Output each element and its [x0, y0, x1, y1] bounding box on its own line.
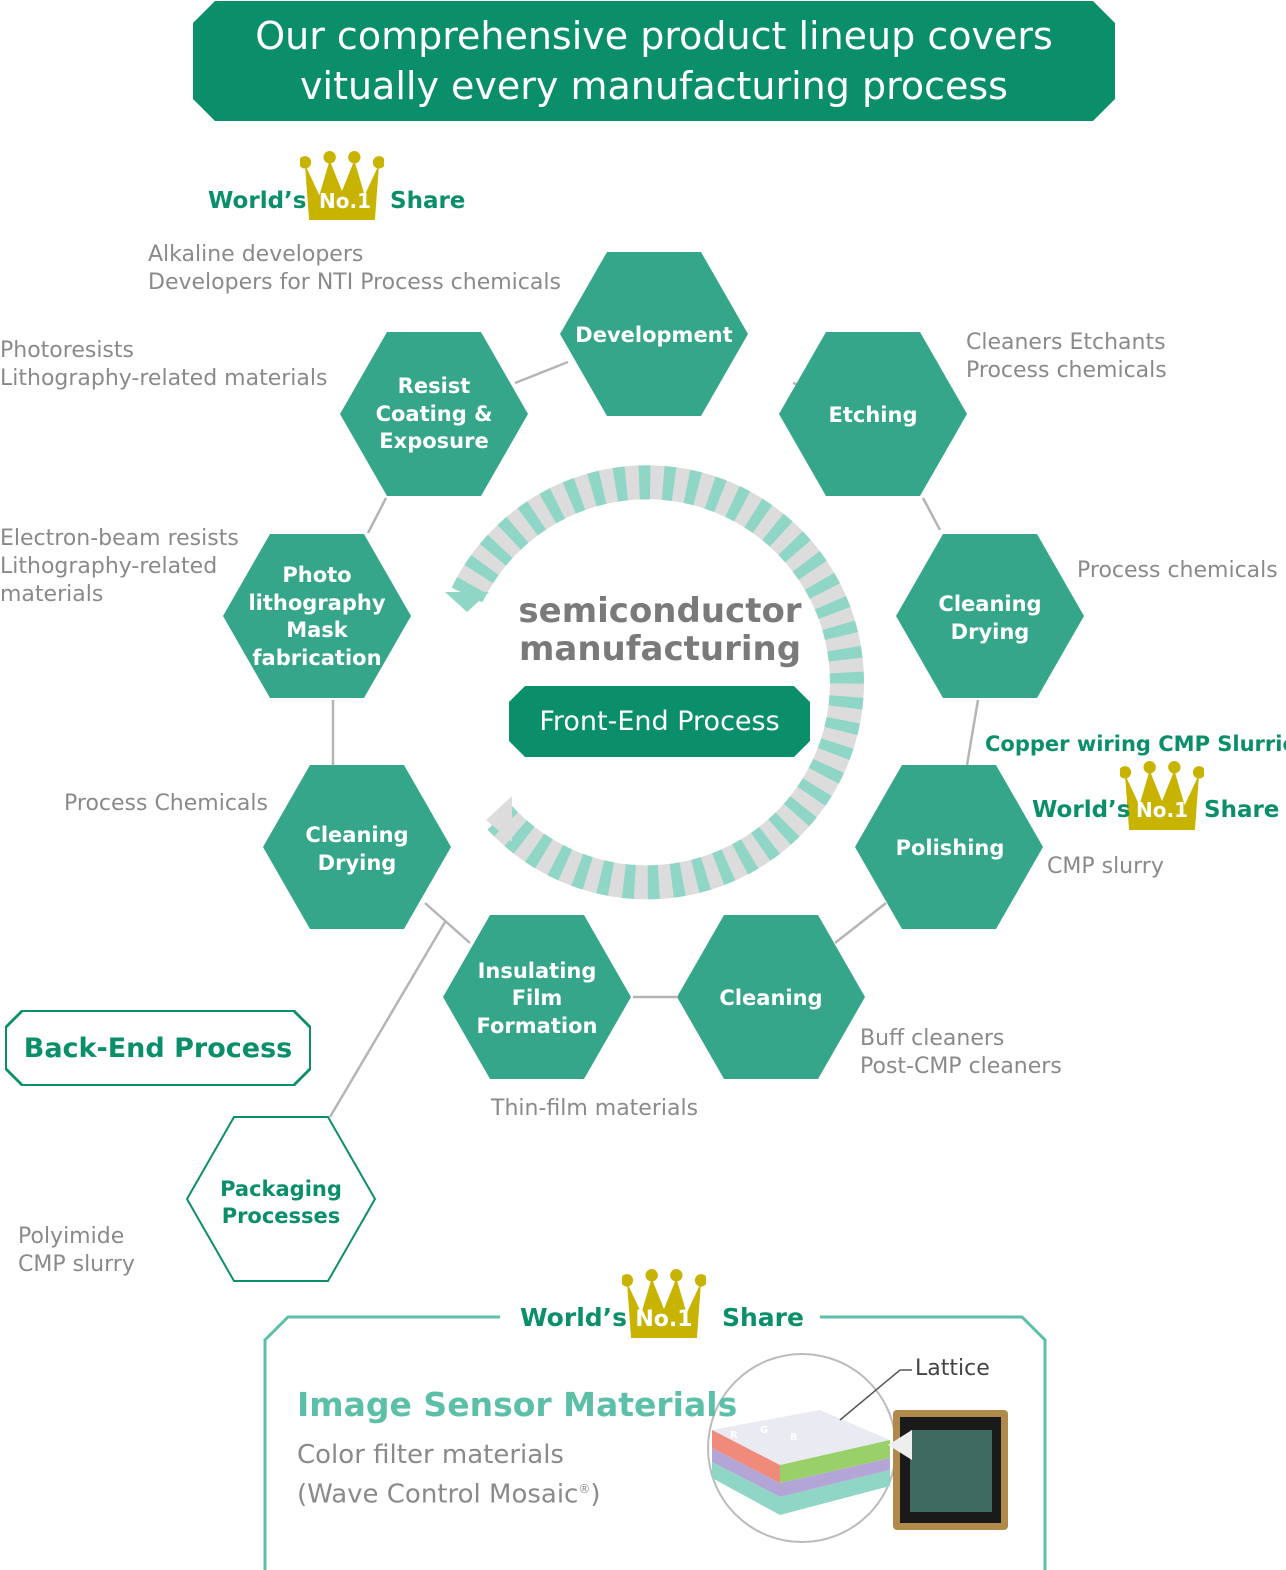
product-line: Thin-film materials [491, 1096, 699, 1121]
products-polishing: CMP slurry [1047, 853, 1164, 881]
products-insulating: Thin-film materials [491, 1095, 698, 1123]
title-banner: Our comprehensive product lineup covers … [193, 1, 1115, 121]
hex-label-packaging: Packaging [220, 1177, 342, 1201]
hexagon-cleaning: Cleaning [677, 915, 865, 1079]
image-sensor-title: Image Sensor Materials [297, 1385, 738, 1424]
product-line: Process chemicals [966, 358, 1167, 383]
filter-letter-r: R [730, 1430, 738, 1441]
hexagon-cleaning-drying-right: Cleaning Drying [896, 534, 1084, 698]
image-sensor-box: World’s No.1 Share [263, 1269, 1047, 1570]
product-line: Lithography-related [0, 554, 218, 579]
hex-label-photo: Photo [282, 563, 351, 587]
product-line: Electron-beam resists [0, 526, 239, 551]
title-line-1: Our comprehensive product lineup covers [255, 14, 1053, 58]
hex-label-lithography: lithography [248, 591, 385, 615]
hex-label-mask: Mask [286, 618, 349, 642]
product-line: CMP slurry [18, 1252, 135, 1277]
products-packaging: Polyimide CMP slurry [18, 1223, 135, 1279]
title-line-2: vitually every manufacturing process [300, 64, 1008, 108]
product-line: Polyimide [18, 1224, 125, 1249]
front-end-process-label: Front-End Process [539, 706, 780, 737]
hexagon-cleaning-drying-left: Cleaning Drying [263, 765, 451, 929]
product-line: Process chemicals [1077, 558, 1278, 583]
product-line: Lithography-related materials [0, 366, 328, 391]
hex-label-cleaning-right: Cleaning [938, 592, 1041, 616]
badge-worlds-bottom: World’s [520, 1303, 627, 1332]
hexagon-packaging: Packaging Processes [185, 1116, 377, 1282]
badge-share-right: Share [1204, 797, 1279, 823]
hex-label-cleaning-left: Cleaning [305, 823, 408, 847]
lattice-label: Lattice [915, 1356, 990, 1381]
badge-worlds-right: World’s [1032, 797, 1130, 823]
products-cleaning-drying-right: Process chemicals [1077, 557, 1278, 585]
back-end-process-badge: Back-End Process [5, 1010, 311, 1086]
badge-no1-right: No.1 [1136, 798, 1188, 822]
product-line: Photoresists [0, 338, 134, 363]
badge-worlds-top: World’s [208, 188, 306, 214]
hex-label-film: Film [512, 986, 563, 1010]
image-sensor-chip-icon: R G B [707, 1353, 1008, 1543]
product-line: Alkaline developers [148, 242, 364, 267]
back-end-process-label: Back-End Process [23, 1032, 293, 1064]
hex-label-polishing: Polishing [896, 836, 1005, 860]
product-line: Post-CMP cleaners [860, 1054, 1062, 1079]
hex-label-insulating: Insulating [478, 959, 597, 983]
circular-arrow-icon [445, 465, 864, 900]
hexagon-photo-lithography: Photo lithography Mask fabrication [223, 534, 411, 698]
badge-no1-bottom: No.1 [635, 1307, 692, 1332]
hexagon-etching: Etching [779, 332, 967, 496]
products-development: Alkaline developers Developers for NTI P… [148, 241, 561, 297]
product-line: Buff cleaners [860, 1026, 1005, 1051]
product-line: Cleaners Etchants [966, 330, 1166, 355]
hex-label-exposure: Exposure [379, 429, 488, 453]
image-sensor-line-1: Color filter materials [297, 1440, 564, 1470]
back-end-process-inner: Back-End Process [7, 1012, 309, 1084]
badge-share-bottom: Share [722, 1303, 804, 1332]
hex-label-development: Development [575, 323, 732, 347]
front-end-process-badge: Front-End Process [509, 686, 810, 757]
worlds-no1-badge-top: World’s No.1 Share [208, 151, 465, 220]
products-cleaning: Buff cleaners Post-CMP cleaners [860, 1025, 1062, 1081]
hex-label-drying-left: Drying [318, 851, 397, 875]
hex-label-resist: Resist [398, 374, 471, 398]
hexagon-development: Development [560, 252, 748, 416]
filter-letter-g: G [760, 1425, 768, 1436]
hex-label-formation: Formation [477, 1014, 598, 1038]
worlds-no1-badge-right: World’s No.1 Share [1032, 761, 1279, 830]
product-line: Process Chemicals [64, 791, 268, 816]
hexagon-polishing: Polishing [855, 765, 1043, 929]
image-sensor-description: Color filter materials (Wave Control Mos… [297, 1438, 601, 1512]
product-line: Developers for NTI Process chemicals [148, 270, 561, 295]
products-resist-coating: Photoresists Lithography-related materia… [0, 337, 327, 393]
product-line: materials [0, 582, 104, 607]
hex-label-coating: Coating & [376, 402, 493, 426]
copper-wiring-note: Copper wiring CMP Slurries: [985, 732, 1286, 756]
hex-label-drying-right: Drying [951, 620, 1030, 644]
products-etching: Cleaners Etchants Process chemicals [966, 329, 1167, 385]
product-line: CMP slurry [1047, 854, 1164, 879]
center-title-line-1: semiconductor [518, 591, 802, 631]
image-sensor-line-2: (Wave Control Mosaic®) [297, 1472, 601, 1512]
filter-letter-b: B [790, 1432, 798, 1443]
badge-share-top: Share [390, 188, 465, 214]
hexagon-insulating-film-formation: Insulating Film Formation [443, 915, 631, 1079]
hex-label-processes: Processes [222, 1204, 341, 1228]
image-sensor-line-2-text: (Wave Control Mosaic [297, 1479, 579, 1510]
hex-label-fabrication: fabrication [252, 646, 381, 670]
badge-no1-top: No.1 [319, 189, 371, 213]
center-title: semiconductor manufacturing [495, 592, 825, 668]
hex-label-etching: Etching [829, 403, 918, 427]
products-cleaning-drying-left: Process Chemicals [64, 790, 268, 818]
center-title-line-2: manufacturing [518, 629, 802, 669]
hex-label-cleaning: Cleaning [719, 986, 822, 1010]
hexagon-resist-coating: Resist Coating & Exposure [340, 332, 528, 496]
registered-mark: ® [578, 1482, 591, 1496]
image-sensor-line-2-end: ) [590, 1479, 601, 1510]
products-photo-lithography: Electron-beam resists Lithography-relate… [0, 525, 239, 609]
